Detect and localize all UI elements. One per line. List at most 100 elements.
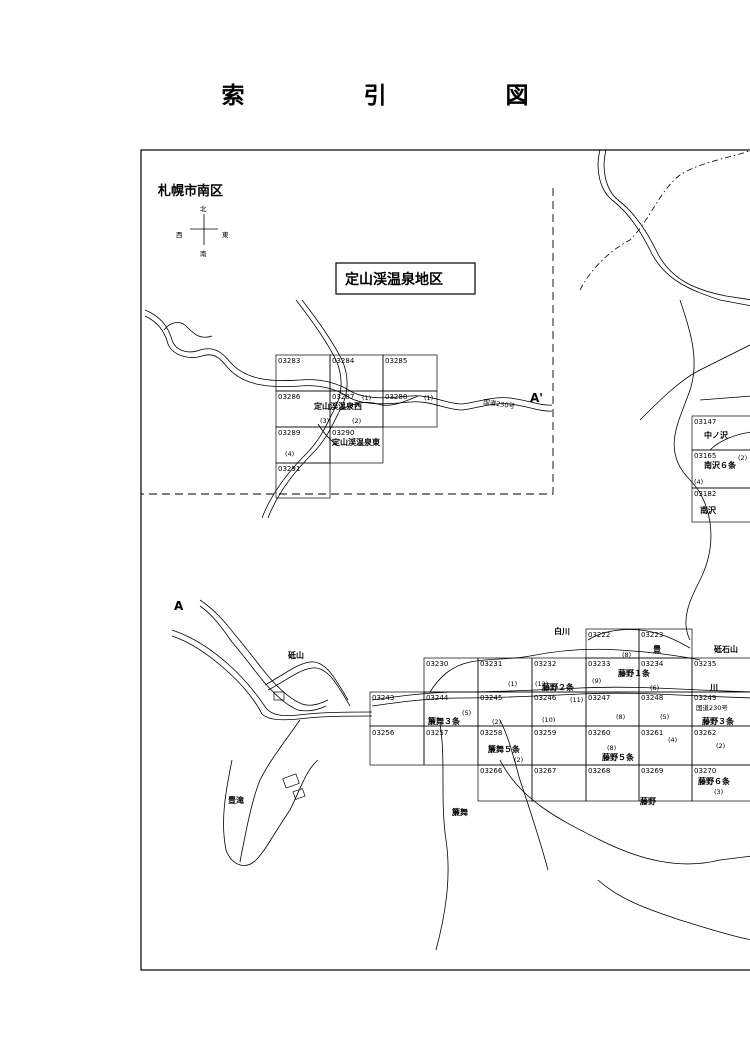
mark: (1) — [508, 680, 517, 688]
page-title: 索 引 図 — [221, 83, 577, 109]
cell-id[interactable]: 03244 — [426, 694, 449, 702]
road-label: 国道230号 — [483, 397, 516, 410]
cell-id[interactable]: 03289 — [278, 429, 300, 437]
cell-id[interactable]: 03165 — [694, 452, 716, 460]
mark: (11) — [570, 696, 583, 704]
area-label: 藤野２条 — [541, 682, 575, 692]
cell-id[interactable]: 03230 — [426, 660, 448, 668]
marker-a-prime: A' — [530, 391, 543, 405]
compass-east: 東 — [222, 230, 229, 239]
mark: (5) — [660, 713, 669, 721]
cell-id[interactable]: 03247 — [588, 694, 610, 702]
cell-id[interactable]: 03235 — [694, 660, 716, 668]
map-frame — [140, 149, 750, 971]
cell-id[interactable]: 03258 — [480, 729, 502, 737]
road-label: 国道230号 — [696, 703, 728, 712]
cell-id[interactable]: 03269 — [641, 767, 663, 775]
compass-south: 南 — [200, 249, 207, 258]
cell-id[interactable]: 03234 — [641, 660, 664, 668]
mark: (1) — [424, 394, 433, 402]
marker-a: A — [174, 599, 184, 613]
place-label: 簾舞 — [452, 807, 468, 817]
cell-id[interactable]: 03287 — [332, 393, 354, 401]
inset-roads — [144, 299, 553, 519]
district-label: 札幌市南区 — [157, 183, 223, 199]
area-label: 藤野３条 — [701, 716, 735, 726]
cell-id[interactable]: 03262 — [694, 729, 716, 737]
place-label: 白川 — [554, 626, 570, 636]
buildings — [273, 691, 306, 800]
cell-id[interactable]: 03291 — [278, 465, 300, 473]
compass-north: 北 — [200, 205, 207, 213]
main-cell-ids: 03222 03223 03230 03231 03232 03233 0323… — [372, 631, 716, 775]
area-label: 南沢 — [700, 505, 717, 515]
cell-id[interactable]: 03286 — [278, 393, 301, 401]
cell-id[interactable]: 03267 — [534, 767, 556, 775]
area-label: 藤野１条 — [617, 668, 651, 678]
place-label: 川 — [709, 683, 718, 692]
inset-cell-ids: 03283 03284 03285 03286 03287 03288 0328… — [278, 357, 407, 473]
cell-id[interactable]: 03182 — [694, 490, 716, 498]
mark: (4) — [285, 450, 294, 458]
cell-id[interactable]: 03260 — [588, 729, 610, 737]
area-label: 簾舞５条 — [488, 744, 521, 754]
mark: (2) — [716, 742, 725, 750]
inset-border — [141, 188, 554, 495]
mark: (2) — [738, 454, 747, 462]
place-label: 藤野 — [639, 796, 656, 806]
mark: (3) — [714, 788, 723, 796]
main-roads — [171, 149, 750, 951]
place-label: 豊 — [653, 644, 661, 654]
cell-id[interactable]: 03231 — [480, 660, 502, 668]
mark: (8) — [616, 713, 625, 721]
boundary-line — [579, 150, 750, 291]
mark: (8) — [607, 744, 616, 752]
cell-id[interactable]: 03147 — [694, 418, 716, 426]
area-label: 定山渓温泉東 — [331, 437, 380, 447]
cell-id[interactable]: 03284 — [332, 357, 355, 365]
cell-id[interactable]: 03288 — [385, 393, 407, 401]
cell-id[interactable]: 03233 — [588, 660, 610, 668]
cell-id[interactable]: 03268 — [588, 767, 610, 775]
mark: (2) — [514, 756, 523, 764]
cell-id[interactable]: 03285 — [385, 357, 407, 365]
compass-icon: 北 南 西 東 — [176, 205, 229, 258]
inset-grid — [275, 354, 438, 499]
place-label: 豊滝 — [228, 795, 244, 805]
cell-id[interactable]: 03266 — [480, 767, 503, 775]
inset-title: 定山渓温泉地区 — [345, 271, 443, 288]
compass-west: 西 — [176, 231, 183, 239]
cell-id[interactable]: 03290 — [332, 429, 354, 437]
mark: (2) — [352, 417, 361, 425]
cell-id[interactable]: 03256 — [372, 729, 395, 737]
cell-id[interactable]: 03257 — [426, 729, 448, 737]
cell-id[interactable]: 03259 — [534, 729, 556, 737]
area-label: 中ノ沢 — [704, 430, 729, 440]
main-grid — [369, 628, 750, 802]
mark: (12) — [535, 680, 548, 688]
cell-id[interactable]: 03248 — [641, 694, 663, 702]
cell-id[interactable]: 03270 — [694, 767, 716, 775]
cell-id[interactable]: 03223 — [641, 631, 663, 639]
cell-id[interactable]: 03283 — [278, 357, 300, 365]
right-grid — [691, 415, 750, 523]
mark: (8) — [622, 651, 631, 659]
cell-id[interactable]: 03261 — [641, 729, 663, 737]
cell-id[interactable]: 03245 — [480, 694, 502, 702]
cell-id[interactable]: 03246 — [534, 694, 557, 702]
mark: (4) — [694, 478, 703, 486]
area-label: 南沢６条 — [704, 460, 737, 470]
area-label: 藤野６条 — [697, 776, 731, 786]
cell-id[interactable]: 03243 — [372, 694, 394, 702]
area-label: 定山渓温泉西 — [313, 401, 362, 411]
cell-id[interactable]: 03232 — [534, 660, 556, 668]
cell-id[interactable]: 03222 — [588, 631, 610, 639]
cell-id[interactable]: 03249 — [694, 694, 716, 702]
mark: (1) — [362, 394, 371, 402]
mark: (10) — [542, 716, 555, 724]
place-label: 砥石山 — [714, 644, 738, 654]
mark: (2) — [492, 718, 501, 726]
mark: (9) — [592, 677, 601, 685]
place-label: 砥山 — [288, 650, 304, 660]
